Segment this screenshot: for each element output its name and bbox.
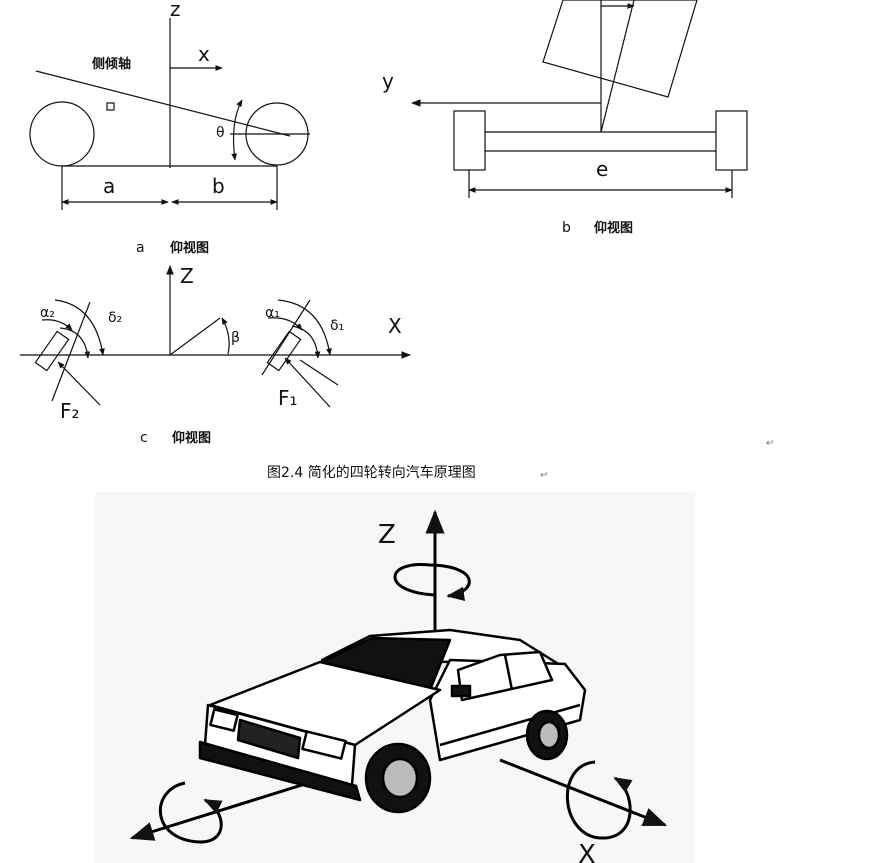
roll-axis-line (35, 70, 291, 137)
body-tilt-line (600, 0, 635, 133)
car-grille (236, 718, 302, 760)
left-headlight (209, 708, 239, 732)
front-force-line-2 (299, 359, 339, 386)
panel-b-caption-text: 仰视图 (594, 220, 633, 236)
rear-hubcap (537, 720, 561, 750)
front-heading-line (261, 299, 311, 376)
theta-arc (231, 99, 243, 161)
front-tire (266, 330, 302, 372)
panel-c-caption-letter: c (140, 430, 148, 446)
center-of-mass-marker (106, 102, 115, 111)
panel-b-y-label: y (382, 69, 394, 93)
alpha2-arc (41, 319, 73, 331)
front-force-line-1 (284, 357, 331, 408)
panel-c-caption-text: 仰视图 (172, 430, 211, 446)
panel-c-top-view (20, 265, 411, 408)
theta-label: θ (216, 125, 225, 141)
alpha1-label: α₁ (265, 305, 280, 321)
dim-a-label: a (103, 174, 115, 198)
rear-wheel-circle (29, 101, 95, 167)
alpha2-label: α₂ (40, 305, 55, 321)
panel-c-z-label: Z (180, 264, 194, 288)
force2-label: F₂ (60, 399, 80, 423)
left-wheel-block (453, 110, 486, 171)
front-inner-arc (291, 325, 321, 359)
front-hubcap (381, 757, 419, 799)
beta-line (169, 317, 221, 356)
car-axes-illustration (95, 492, 695, 863)
left-rotation-arrow (159, 781, 223, 844)
rear-heading-line (51, 301, 91, 402)
roll-axis-label: 侧倾轴 (92, 56, 131, 72)
window-pillar (503, 654, 514, 691)
right-headlight (301, 730, 347, 760)
panel-a-caption-letter: a (136, 240, 145, 256)
panel-b-rear-view (411, 0, 748, 198)
return-mark-caption: ↵ (540, 470, 548, 481)
rear-tire (34, 330, 70, 372)
beta-arc (221, 317, 230, 355)
panel-c-x-label: X (388, 314, 402, 338)
side-mirror (450, 684, 472, 698)
car-drawing (198, 628, 587, 814)
delta1-label: δ₁ (330, 318, 344, 334)
photo-z-label: Z (378, 520, 396, 550)
panel-a-x-label: x (198, 42, 210, 66)
panel-a-z-label: z (170, 0, 181, 21)
delta2-arc (54, 299, 105, 356)
right-rotation-arrow (565, 760, 633, 840)
beta-label: β (231, 330, 240, 346)
delta1-arc (277, 299, 332, 356)
dim-e-label: e (596, 157, 608, 181)
panel-b-caption-letter: b (562, 220, 571, 236)
dim-b-label: b (212, 174, 225, 198)
photo-x-axis (499, 758, 668, 827)
side-stripe (439, 703, 581, 747)
rear-inner-arc (59, 327, 91, 359)
return-mark-upper: ↵ (766, 438, 774, 449)
yaw-rotation-arrow (393, 562, 471, 601)
right-wheel-block (715, 110, 748, 171)
rear-force-line (57, 361, 101, 406)
force1-label: F₁ (278, 386, 298, 410)
photo-x-label: X (578, 840, 596, 863)
panel-a-side-view (29, 18, 310, 210)
delta2-label: δ₂ (108, 310, 122, 326)
vehicle-body-tilted (542, 0, 698, 98)
panel-a-caption-text: 仰视图 (170, 240, 209, 256)
figure-caption: 图2.4 简化的四轮转向汽车原理图 (267, 464, 476, 481)
car-bumper (198, 740, 362, 802)
